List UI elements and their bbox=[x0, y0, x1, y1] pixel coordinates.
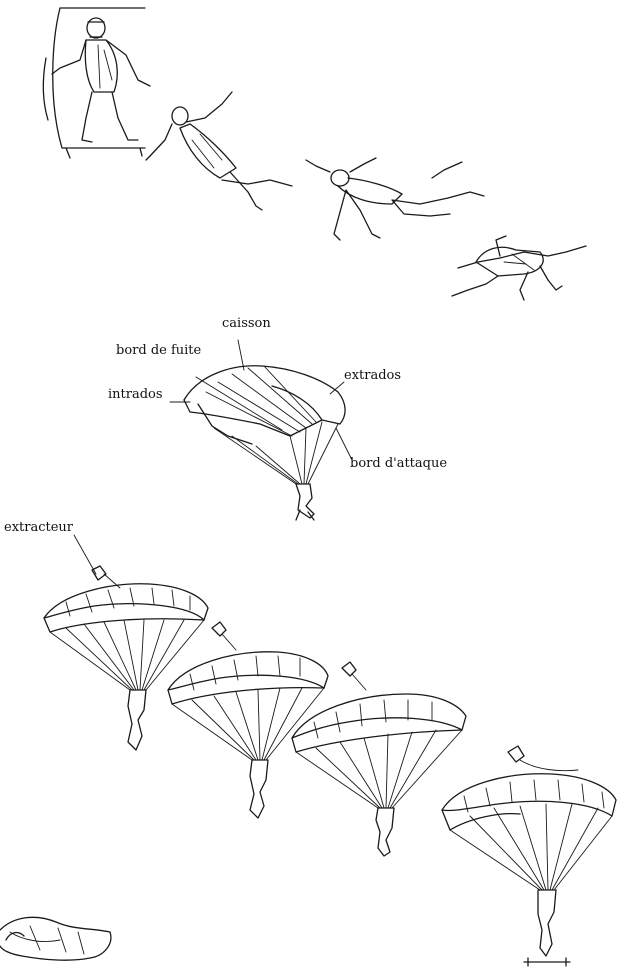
jumper-stable-freefall bbox=[452, 236, 586, 300]
canopy-deployment-3 bbox=[292, 662, 466, 856]
canopy-deployment-1 bbox=[44, 566, 208, 750]
canopy-deployment-2 bbox=[168, 622, 328, 818]
landed-jumper bbox=[0, 917, 111, 960]
canopy-deployment-4 bbox=[442, 746, 616, 966]
jumper-in-door bbox=[52, 18, 150, 142]
label-intrados: intrados bbox=[108, 387, 163, 402]
canopy-anatomy bbox=[184, 366, 345, 520]
label-extrados: extrados bbox=[344, 368, 401, 383]
label-caisson: caisson bbox=[222, 316, 271, 331]
label-bord-attaque: bord d'attaque bbox=[350, 456, 447, 471]
aircraft-door bbox=[43, 8, 145, 158]
jumper-freefall-arch bbox=[306, 158, 484, 240]
jumper-exiting bbox=[146, 92, 292, 210]
label-bord-de-fuite: bord de fuite bbox=[116, 343, 201, 358]
label-extracteur: extracteur bbox=[4, 520, 73, 535]
